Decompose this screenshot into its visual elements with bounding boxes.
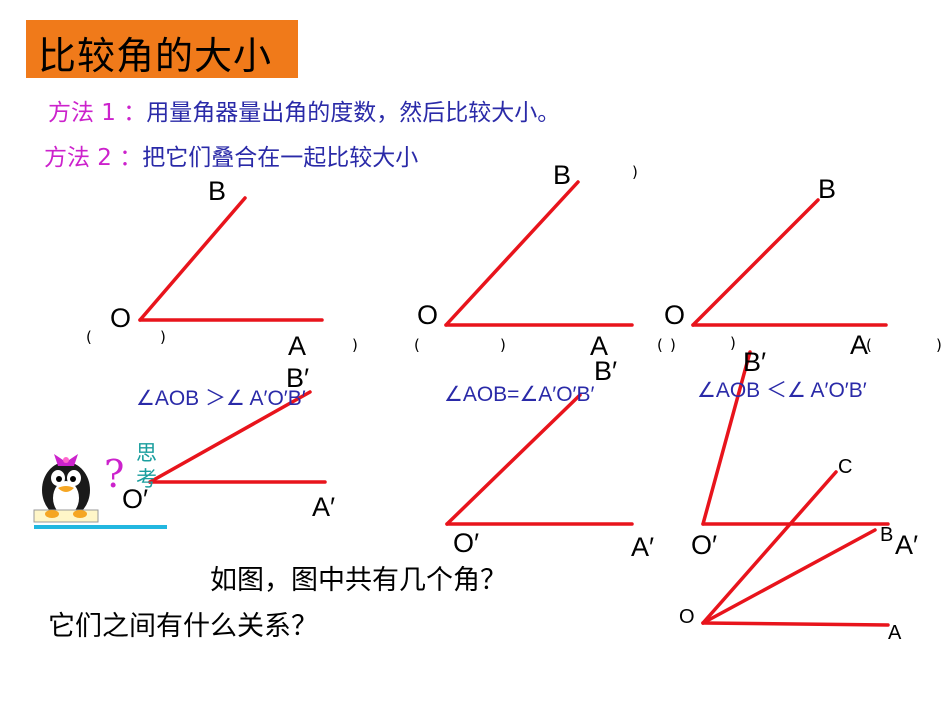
angle1-label-b: B — [208, 176, 227, 206]
method-1: 方法 1 ：用量角器量出角的度数，然后比较大小。 — [48, 93, 560, 127]
ray-label-b: B — [880, 524, 894, 546]
angle3-ray-ob — [691, 198, 820, 327]
angle3p-label-a: A′ — [895, 530, 919, 560]
angle1p-ray-ob — [148, 390, 312, 484]
comparison-equal: ∠AOB=∠A′O′B′ — [444, 383, 595, 406]
angle3-paren-close: ) — [670, 336, 676, 354]
angle1-paren-open: ( — [86, 328, 92, 346]
ray-oa — [701, 621, 890, 627]
ray-oc — [701, 470, 838, 625]
angle2-ray-ob — [444, 180, 580, 327]
angle1-paren-close: ) — [160, 328, 166, 346]
penguin-icon — [33, 454, 99, 523]
comparison-less: ∠AOB ＜∠ A′O′B′ — [697, 379, 867, 402]
question-line-1: 如图，图中共有几个角？ — [210, 565, 507, 596]
ray-label-c: C — [838, 456, 853, 478]
angle3-label-b: B — [818, 174, 837, 204]
angle1-label-a: A — [288, 331, 307, 361]
angle3-paren-close-2: ) — [730, 334, 736, 352]
method-1-label: 方法 1 ： — [48, 100, 147, 126]
angle1-label-o: O — [110, 303, 132, 333]
ray-label-o: O — [679, 606, 695, 628]
angle2-label-o: O — [417, 300, 439, 330]
angle3-paren-close-3: ) — [936, 336, 942, 354]
angle3-paren-open-2: ( — [866, 336, 872, 354]
angle1-ray-ob — [138, 196, 247, 322]
angle2p-ray-ob — [445, 393, 582, 526]
method-2-text: 把它们叠合在一起比较大小 — [142, 145, 419, 171]
method-2: 方法 2 ：把它们叠合在一起比较大小 — [44, 138, 418, 172]
method-2-label: 方法 2 ： — [44, 145, 143, 171]
angle2-label-b: B — [553, 160, 572, 190]
angle2-paren-close: ) — [500, 336, 506, 354]
angle2p-label-o: O′ — [453, 528, 480, 558]
ray-ob — [701, 528, 877, 625]
page-title: 比较角的大小 — [38, 34, 273, 78]
angle3-label-o: O — [664, 300, 686, 330]
angle1p-label-o: O′ — [122, 484, 149, 514]
think-label: 思考 — [136, 441, 157, 491]
angle1-paren-close-2: ) — [352, 336, 358, 354]
angle2-label-a: A — [590, 331, 609, 361]
angle3-label-a: A — [850, 330, 869, 360]
question-mark: ? — [104, 452, 125, 496]
angle1p-label-a: A′ — [312, 492, 336, 522]
angle3p-label-o: O′ — [691, 530, 718, 560]
angle1p-label-b: B′ — [286, 363, 310, 393]
angle2p-label-a: A′ — [631, 532, 655, 562]
method-1-text: 用量角器量出角的度数，然后比较大小。 — [146, 100, 561, 126]
angle2-paren-open: ( — [414, 336, 420, 354]
title-banner — [26, 20, 298, 78]
angle3p-label-b: B′ — [743, 347, 767, 377]
angle2-paren-close-top: ) — [632, 163, 638, 181]
question-line-2: 它们之间有什么关系？ — [48, 611, 318, 642]
angle2p-label-b: B′ — [594, 356, 618, 386]
angle3-paren-open: ( — [657, 336, 663, 354]
ray-label-a: A — [888, 622, 902, 644]
angle3p-ray-ob — [701, 350, 752, 526]
comparison-greater: ∠AOB ＞∠ A′O′B′ — [136, 387, 306, 410]
